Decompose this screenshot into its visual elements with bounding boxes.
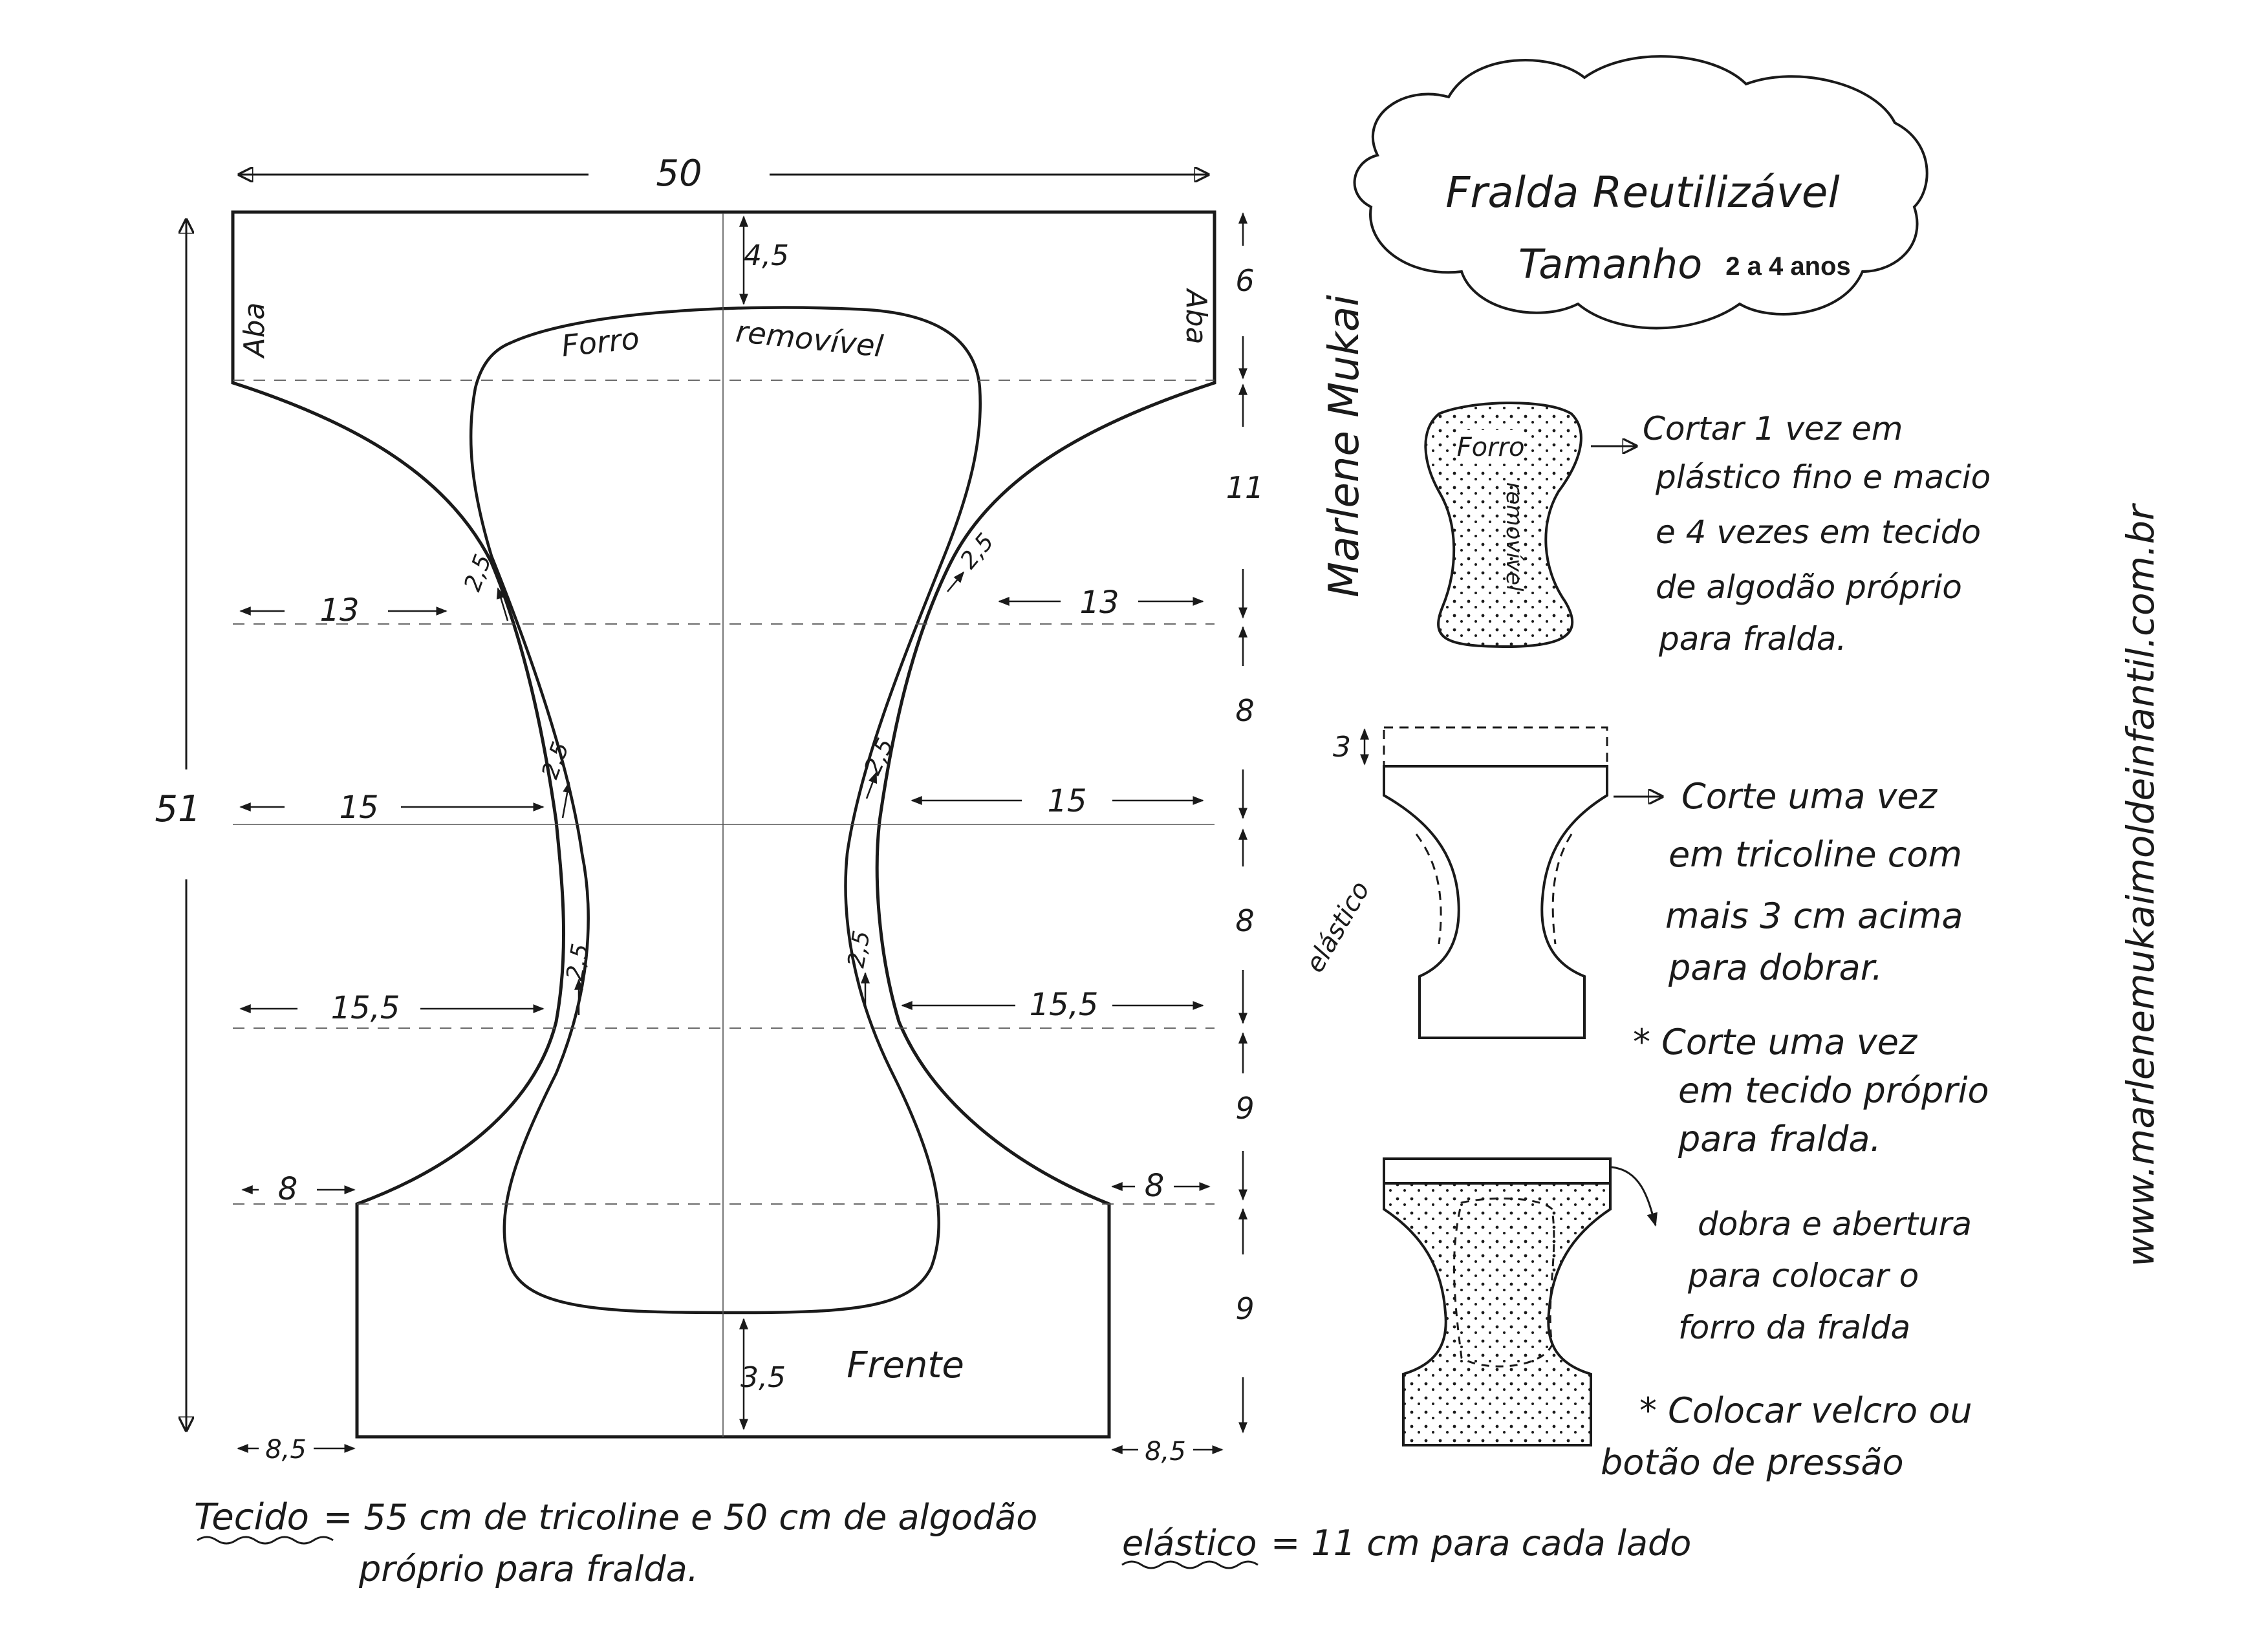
seam-allowance-2: 2,5 [955,528,999,574]
svg-text:mais 3 cm acima: mais 3 cm acima [1665,896,1963,936]
svg-text:botão de pressão: botão de pressão [1601,1442,1904,1483]
side-height-1: 6 [1235,263,1254,298]
side-height-6: 9 [1235,1291,1254,1326]
title-cloud [1353,55,1928,330]
width-13-left: 13 [319,592,359,629]
side-height-2: 11 [1226,470,1264,505]
seam-arrows [496,571,965,1015]
liner-piece [1424,402,1582,649]
width-measures [237,597,1224,1454]
svg-text:em tricoline com: em tricoline com [1669,834,1962,875]
cover-elastic-right [1551,833,1573,945]
flap-left-label: Aba [238,303,271,360]
cover-elastic-left [1415,833,1442,945]
svg-text:para fralda.: para fralda. [1658,620,1846,658]
width-label: 50 [656,153,702,195]
liner-title-1: Forro [560,321,642,363]
elastic-label: elástico [1122,1523,1257,1564]
website: www.marlenemukaimoldeinfantil.com.br [2119,503,2163,1267]
side-height-4: 8 [1235,903,1254,938]
finished-pointer [1611,1166,1658,1227]
svg-text:para colocar o: para colocar o [1687,1257,1919,1295]
seam-allowance-5: 2,5 [562,941,594,983]
fabric-label: Tecido [194,1496,309,1538]
svg-text:plástico fino e macio: plástico fino e macio [1655,458,1991,496]
svg-text:para fralda.: para fralda. [1678,1119,1881,1159]
fabric-underline [197,1536,334,1545]
liner-title-2: removível [734,314,885,364]
width-13-right: 13 [1079,585,1119,621]
title-size: 2 a 4 anos [1725,252,1850,281]
liner-piece-label-bg [1458,430,1523,462]
liner-instructions: Cortar 1 vez em plástico fino e macio e … [1643,410,1991,658]
elastic-text: = 11 cm para cada lado [1271,1523,1691,1564]
guide-lines [233,380,1215,1205]
finished-piece [1383,1182,1612,1446]
svg-text:de algodão próprio: de algodão próprio [1656,568,1962,606]
width-155-right: 15,5 [1030,987,1099,1023]
cover-note: * Corte uma vez em tecido próprio para f… [1633,1022,1989,1159]
finished-instructions: dobra e abertura para colocar o forro da… [1678,1205,1972,1346]
svg-text:e 4 vezes em tecido: e 4 vezes em tecido [1656,513,1981,551]
width-8-left: 8 [278,1171,298,1207]
finished-band [1383,1157,1612,1185]
cover-elastic-label: elástico [1300,876,1376,978]
side-height-5: 9 [1235,1091,1254,1126]
fabric-line1: = 55 cm de tricoline e 50 cm de algodão [323,1497,1037,1538]
cover-fold-label: 3 [1333,731,1351,764]
fabric-line2: próprio para fralda. [358,1549,698,1589]
diaper-outline [231,210,1216,1439]
width-15-left: 15 [339,790,378,826]
cover-piece [1383,765,1608,1039]
svg-text:* Corte uma vez: * Corte uma vez [1633,1022,1918,1062]
side-height-3: 8 [1235,693,1254,728]
cover-instructions: Corte uma vez em tricoline com mais 3 cm… [1665,776,1963,988]
seam-allowance-6: 2,5 [843,929,876,970]
width-15-right: 15 [1047,783,1086,819]
height-label: 51 [155,788,200,830]
liner-piece-label-1: Forro [1457,433,1525,462]
svg-text:para dobrar.: para dobrar. [1668,947,1883,988]
title-line1: Fralda Reutilizável [1445,167,1840,217]
width-155-left: 15,5 [331,990,400,1026]
width-85-right: 8,5 [1145,1437,1186,1467]
front-label: Frente [847,1344,964,1386]
svg-text:forro da fralda: forro da fralda [1678,1309,1910,1346]
main-pattern [231,210,1216,1439]
width-8-right: 8 [1145,1168,1165,1204]
top-gap-label: 4,5 [744,239,789,272]
svg-text:* Colocar velcro ou: * Colocar velcro ou [1639,1390,1972,1431]
signature: Marlene Mukai [1321,295,1368,597]
svg-text:Cortar 1 vez em: Cortar 1 vez em [1643,410,1903,447]
svg-text:em tecido próprio: em tecido próprio [1678,1070,1989,1111]
svg-text:dobra e abertura: dobra e abertura [1698,1205,1972,1243]
svg-text:Corte uma vez: Corte uma vez [1681,776,1938,817]
liner-piece-label-2: removível [1501,482,1527,592]
bottom-gap-label: 3,5 [740,1361,786,1394]
cover-fold-area [1383,726,1608,768]
removable-liner-outline [469,306,982,1315]
title-line2: Tamanho [1518,241,1702,288]
elastic-underline [1121,1560,1258,1569]
finished-liner-inside [1453,1197,1555,1368]
finished-note: * Colocar velcro ou botão de pressão [1601,1390,1972,1483]
flap-right-label: Aba [1180,288,1213,345]
width-85-left: 8,5 [265,1435,307,1465]
